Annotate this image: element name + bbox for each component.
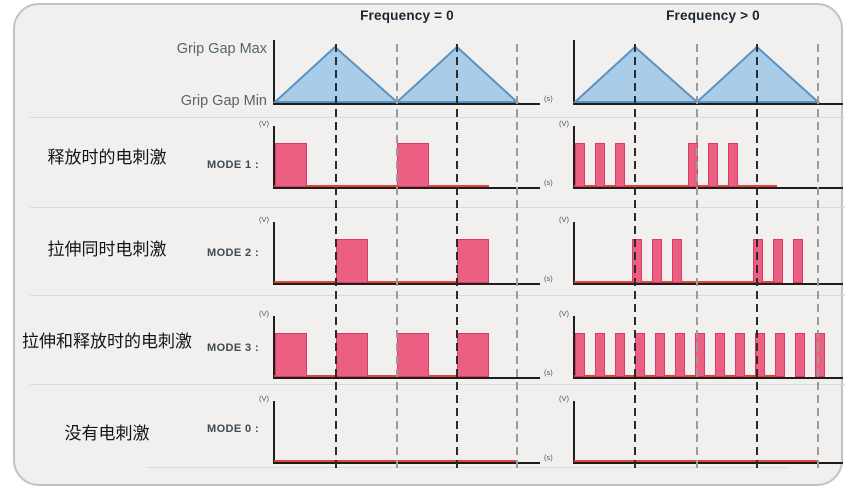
stimulation-pulse [457,333,489,377]
stimulation-pulse [728,143,738,187]
x-axis [273,462,540,464]
y-axis [573,401,575,464]
cycle-trough-dashed-line [516,44,518,470]
column-title-frequency-positive: Frequency > 0 [666,8,760,23]
y-axis [573,222,575,285]
signal-baseline [274,460,516,462]
row-separator [30,384,845,385]
y-axis [573,40,575,105]
row-separator [30,117,845,118]
signal-baseline [574,460,817,462]
x-axis [273,187,540,189]
s-axis-label: (s) [544,178,553,187]
s-axis-label: (s) [544,368,553,377]
x-axis [273,377,540,379]
stimulation-pulse [795,333,805,377]
y-axis [273,40,275,105]
signal-baseline [274,375,489,377]
cycle-trough-dashed-line [396,44,398,470]
x-axis [573,462,843,464]
stimulation-pulse [695,333,705,377]
mode3-description-cn: 拉伸和释放时的电刺激 [22,332,192,351]
y-axis [273,126,275,189]
v-axis-label: (V) [259,394,269,403]
cycle-peak-dashed-line [756,44,758,470]
x-axis [573,187,843,189]
x-axis [273,103,540,105]
stimulation-pulse [753,239,763,283]
y-axis [273,401,275,464]
mode0-label: MODE 0 : [207,423,260,435]
stimulation-pulse [575,333,585,377]
mode2-description-cn: 拉伸同时电刺激 [47,240,167,259]
stimulation-pulse [575,143,585,187]
row-separator [30,207,845,208]
stimulation-pulse [595,333,605,377]
stimulation-pulse [635,333,645,377]
stimulation-pulse [652,239,662,283]
stimulation-pulse [675,333,685,377]
mode3-label: MODE 3 : [207,342,260,354]
stimulation-pulse [595,143,605,187]
stimulation-pulse [275,333,307,377]
v-axis-label: (V) [259,119,269,128]
s-axis-label: (s) [544,274,553,283]
stimulation-pulse [715,333,725,377]
grip-gap-triangle [572,45,700,103]
cycle-trough-dashed-line [817,44,819,470]
row-separator [147,467,788,468]
v-axis-label: (V) [559,394,569,403]
y-axis [573,316,575,379]
x-axis [573,283,843,285]
stimulation-pulse [632,239,642,283]
stimulation-pulse [672,239,682,283]
stimulation-pulse [397,143,429,187]
s-axis-label: (s) [544,94,553,103]
stimulation-pulse [615,143,625,187]
cycle-peak-dashed-line [335,44,337,470]
signal-baseline [574,185,777,187]
cycle-peak-dashed-line [634,44,636,470]
s-axis-label: (s) [544,453,553,462]
stimulation-pulse [775,333,785,377]
grip-gap-waveform [572,45,821,103]
x-axis [573,377,843,379]
stimulation-pulse [397,333,429,377]
y-axis [573,126,575,189]
stimulation-pulse [735,333,745,377]
stimulation-pulse [336,239,368,283]
mode0-description-cn: 没有电刺激 [64,424,150,443]
v-axis-label: (V) [559,215,569,224]
x-axis [573,103,843,105]
row-separator [30,295,845,296]
cycle-peak-dashed-line [456,44,458,470]
stimulation-pulse [615,333,625,377]
mode1-label: MODE 1 : [207,159,260,171]
stimulation-pulse [655,333,665,377]
v-axis-label: (V) [559,309,569,318]
mode2-label: MODE 2 : [207,247,260,259]
x-axis [273,283,540,285]
y-axis [273,222,275,285]
v-axis-label: (V) [259,309,269,318]
v-axis-label: (V) [559,119,569,128]
v-axis-label: (V) [259,215,269,224]
mode1-description-cn: 释放时的电刺激 [47,148,167,167]
y-axis [273,316,275,379]
cycle-trough-dashed-line [696,44,698,470]
grip-gap-min-label: Grip Gap Min [180,93,267,109]
signal-baseline [274,281,489,283]
column-title-frequency-zero: Frequency = 0 [360,8,454,23]
stimulation-pulse [793,239,803,283]
stimulation-pulse [708,143,718,187]
stimulation-pulse [275,143,307,187]
stimulation-pulse [815,333,825,377]
grip-gap-max-label: Grip Gap Max [176,41,267,57]
signal-baseline [274,185,489,187]
stimulation-pulse [336,333,368,377]
stimulation-pulse [755,333,765,377]
stimulation-pulse [773,239,783,283]
stimulation-pulse [457,239,489,283]
grip-gap-waveform [272,45,520,103]
